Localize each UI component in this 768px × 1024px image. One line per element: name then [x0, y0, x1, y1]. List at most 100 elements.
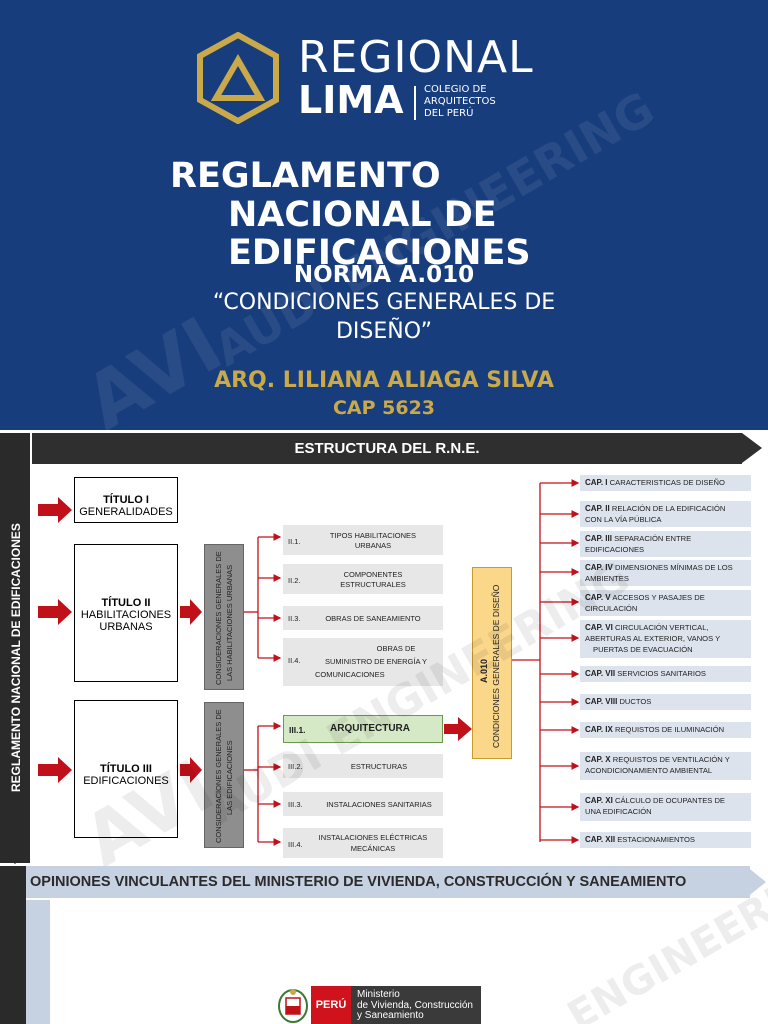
titulo-3-sub: EDIFICACIONES [83, 775, 169, 787]
chapter-item: CAP. I CARACTERISTICAS DE DISEÑO [580, 475, 751, 491]
chapter-number: CAP. V [585, 593, 611, 602]
condiciones-subtitle: “CONDICIONES GENERALES DE DISEÑO” [150, 288, 618, 346]
item-text: ARQUITECTURA [330, 723, 410, 734]
consideraciones-edificaciones-box: CONSIDERACIONES GENERALES DE LAS EDIFICA… [204, 702, 244, 848]
chapter-number: CAP. III [585, 534, 612, 543]
title-line: NACIONAL DE [228, 195, 497, 235]
chapter-item: CAP. IV DIMENSIONES MÍNIMAS DE LOS AMBIEN… [580, 560, 751, 586]
chapter-text: CIRCULACIÓN [585, 604, 638, 613]
item-text: OBRAS DE [376, 644, 416, 653]
consideraciones-urbanas-line: LAS HABILITACIONES URBANAS [225, 564, 234, 681]
chapter-text: AMBIENTES [585, 574, 629, 583]
item-text: ESTRUCTURAS [350, 762, 408, 771]
chapter-number: CAP. X [585, 755, 611, 764]
chapter-number: CAP. IV [585, 563, 613, 572]
norma-label: NORMA A.010 [293, 262, 475, 288]
item-text: OBRAS DE SANEAMIENTO [325, 614, 421, 623]
chapter-text: ACONDICIONAMIENTO AMBIENTAL [585, 766, 713, 775]
titulo-1-sub: GENERALIDADES [79, 506, 173, 518]
chapter-text: CIRCULACIÓN VERTICAL, [615, 623, 709, 632]
chapter-text: DUCTOS [619, 697, 652, 706]
structure-slide: REGLAMENTO NACIONAL DE EDIFICACIONES EST… [0, 430, 768, 1024]
titulo-3-title: TÍTULO III [100, 763, 152, 775]
header-arrow-icon [742, 433, 762, 463]
consideraciones-urbanas-box: CONSIDERACIONES GENERALES DE LAS HABILIT… [204, 544, 244, 690]
titulo-1-box: TÍTULO I GENERALIDADES [74, 477, 178, 523]
ministerio-line: de Vivienda, Construcción [357, 999, 473, 1011]
item-iii-2: III.2. ESTRUCTURAS [283, 754, 443, 778]
chapter-item: CAP. IX REQUISTOS DE ILUMINACIÓN [580, 722, 751, 738]
titulo-2-title: TÍTULO II [101, 597, 151, 609]
author-name: ARQ. LILIANA ALIAGA SILVA [214, 368, 554, 393]
item-iii-3: III.3. INSTALACIONES SANITARIAS [283, 792, 443, 816]
item-text: MECÁNICAS [350, 844, 396, 853]
chapter-item: CAP. VIII DUCTOS [580, 694, 751, 710]
chapter-text: ABERTURAS AL EXTERIOR, VANOS Y [585, 634, 721, 643]
colegio-logo-icon [197, 32, 279, 124]
item-text: INSTALACIONES SANITARIAS [326, 800, 432, 809]
logo-colegio-line: DEL PERÚ [424, 108, 474, 119]
titulo-2-sub: HABILITACIONES [80, 609, 172, 621]
logo-lima: LIMA [298, 78, 404, 122]
logo-colegio-line: ARQUITECTOS [424, 96, 496, 107]
chapter-number: CAP. II [585, 504, 610, 513]
title-slide: AVI AUDI ENGINEERING REGIONAL LIMA COLEG… [0, 0, 768, 430]
slide3-side-bar [0, 866, 26, 1024]
chapter-text: ESTACIONAMIENTOS [617, 835, 695, 844]
chapter-text: PUERTAS DE EVACUACIÓN [593, 645, 693, 654]
chapter-number: CAP. IX [585, 725, 613, 734]
item-ii-1: II.1. TIPOS HABILITACIONES URBANAS [283, 525, 443, 555]
chapter-number: CAP. VIII [585, 697, 618, 706]
chapter-item: CAP. V ACCESOS Y PASAJES DE CIRCULACIÓN [580, 590, 751, 616]
chapter-item: CAP. VI CIRCULACIÓN VERTICAL, ABERTURAS A… [580, 620, 751, 658]
item-number: III.4. [288, 840, 303, 849]
logo-divider [414, 86, 416, 120]
opiniones-arrow-icon [746, 866, 766, 898]
ministerio-line: Ministerio [357, 989, 400, 1000]
chapter-number: CAP. I [585, 478, 608, 487]
chapter-text: DIMENSIONES MÍNIMAS DE LOS [615, 563, 733, 572]
chapter-text: CÁLCULO DE OCUPANTES DE [615, 796, 725, 805]
item-text: TIPOS HABILITACIONES [329, 531, 417, 540]
logo-regional: REGIONAL [298, 32, 534, 83]
subtitle-line: “CONDICIONES GENERALES DE [212, 290, 556, 315]
chapter-text: UNA EDIFICACIÓN [585, 807, 652, 816]
title-line: REGLAMENTO [170, 156, 441, 196]
peru-shield-icon [278, 989, 308, 1023]
title-line: EDIFICACIONES [228, 233, 531, 273]
item-ii-3: II.3. OBRAS DE SANEAMIENTO [283, 606, 443, 630]
chapter-text: RELACIÓN DE LA EDIFICACIÓN [611, 504, 726, 513]
peru-label: PERÚ [311, 986, 351, 1024]
connector-lines [38, 479, 580, 846]
chapter-number: CAP. VI [585, 623, 613, 632]
logo-colegio-line: COLEGIO DE [424, 84, 487, 95]
item-number: II.4. [288, 656, 301, 665]
item-number: III.2. [288, 762, 303, 771]
ministerio-line: y Saneamiento [357, 1010, 424, 1021]
item-number: III.1. [289, 725, 306, 735]
a010-box: A.010 CONDICIONES GENERALES DE DISEÑO [472, 567, 512, 759]
chapter-text: REQUISTOS DE VENTILACIÓN Y [612, 755, 730, 764]
chapter-number: CAP. XII [585, 835, 616, 844]
chapter-number: CAP. XI [585, 796, 613, 805]
item-ii-4: II.4. OBRAS DE SUMINISTRO DE ENERGÍA Y C… [283, 638, 443, 686]
chapter-item: CAP. XII ESTACIONAMIENTOS [580, 832, 751, 848]
item-number: II.1. [288, 537, 301, 546]
chapter-text: CARACTERISTICAS DE DISEÑO [609, 478, 725, 487]
chapter-text: CON LA VÍA PÚBLICA [585, 515, 662, 524]
item-text: ESTRUCTURALES [340, 580, 406, 589]
author-cap: CAP 5623 [332, 397, 436, 419]
chapter-text: ACCESOS Y PASAJES DE [612, 593, 705, 602]
chapter-text: EDIFICACIONES [585, 545, 645, 554]
consideraciones-urbanas-line: CONSIDERACIONES GENERALES DE [214, 551, 223, 685]
item-number: II.2. [288, 576, 301, 585]
side-bar-tip-icon [0, 850, 30, 864]
item-ii-2: II.2. COMPONENTES ESTRUCTURALES [283, 564, 443, 594]
item-text: COMUNICACIONES [315, 670, 385, 679]
item-iii-4: III.4. INSTALACIONES ELÉCTRICAS MECÁNICA… [283, 828, 443, 858]
chapter-text: SEPARACIÓN ENTRE [614, 534, 692, 543]
chapter-item: CAP. II RELACIÓN DE LA EDIFICACIÓN CON LA… [580, 501, 751, 527]
structure-header: ESTRUCTURA DEL R.N.E. [32, 433, 742, 464]
logo-colegio: COLEGIO DE ARQUITECTOS DEL PERÚ [424, 84, 496, 120]
item-number: III.3. [288, 800, 303, 809]
